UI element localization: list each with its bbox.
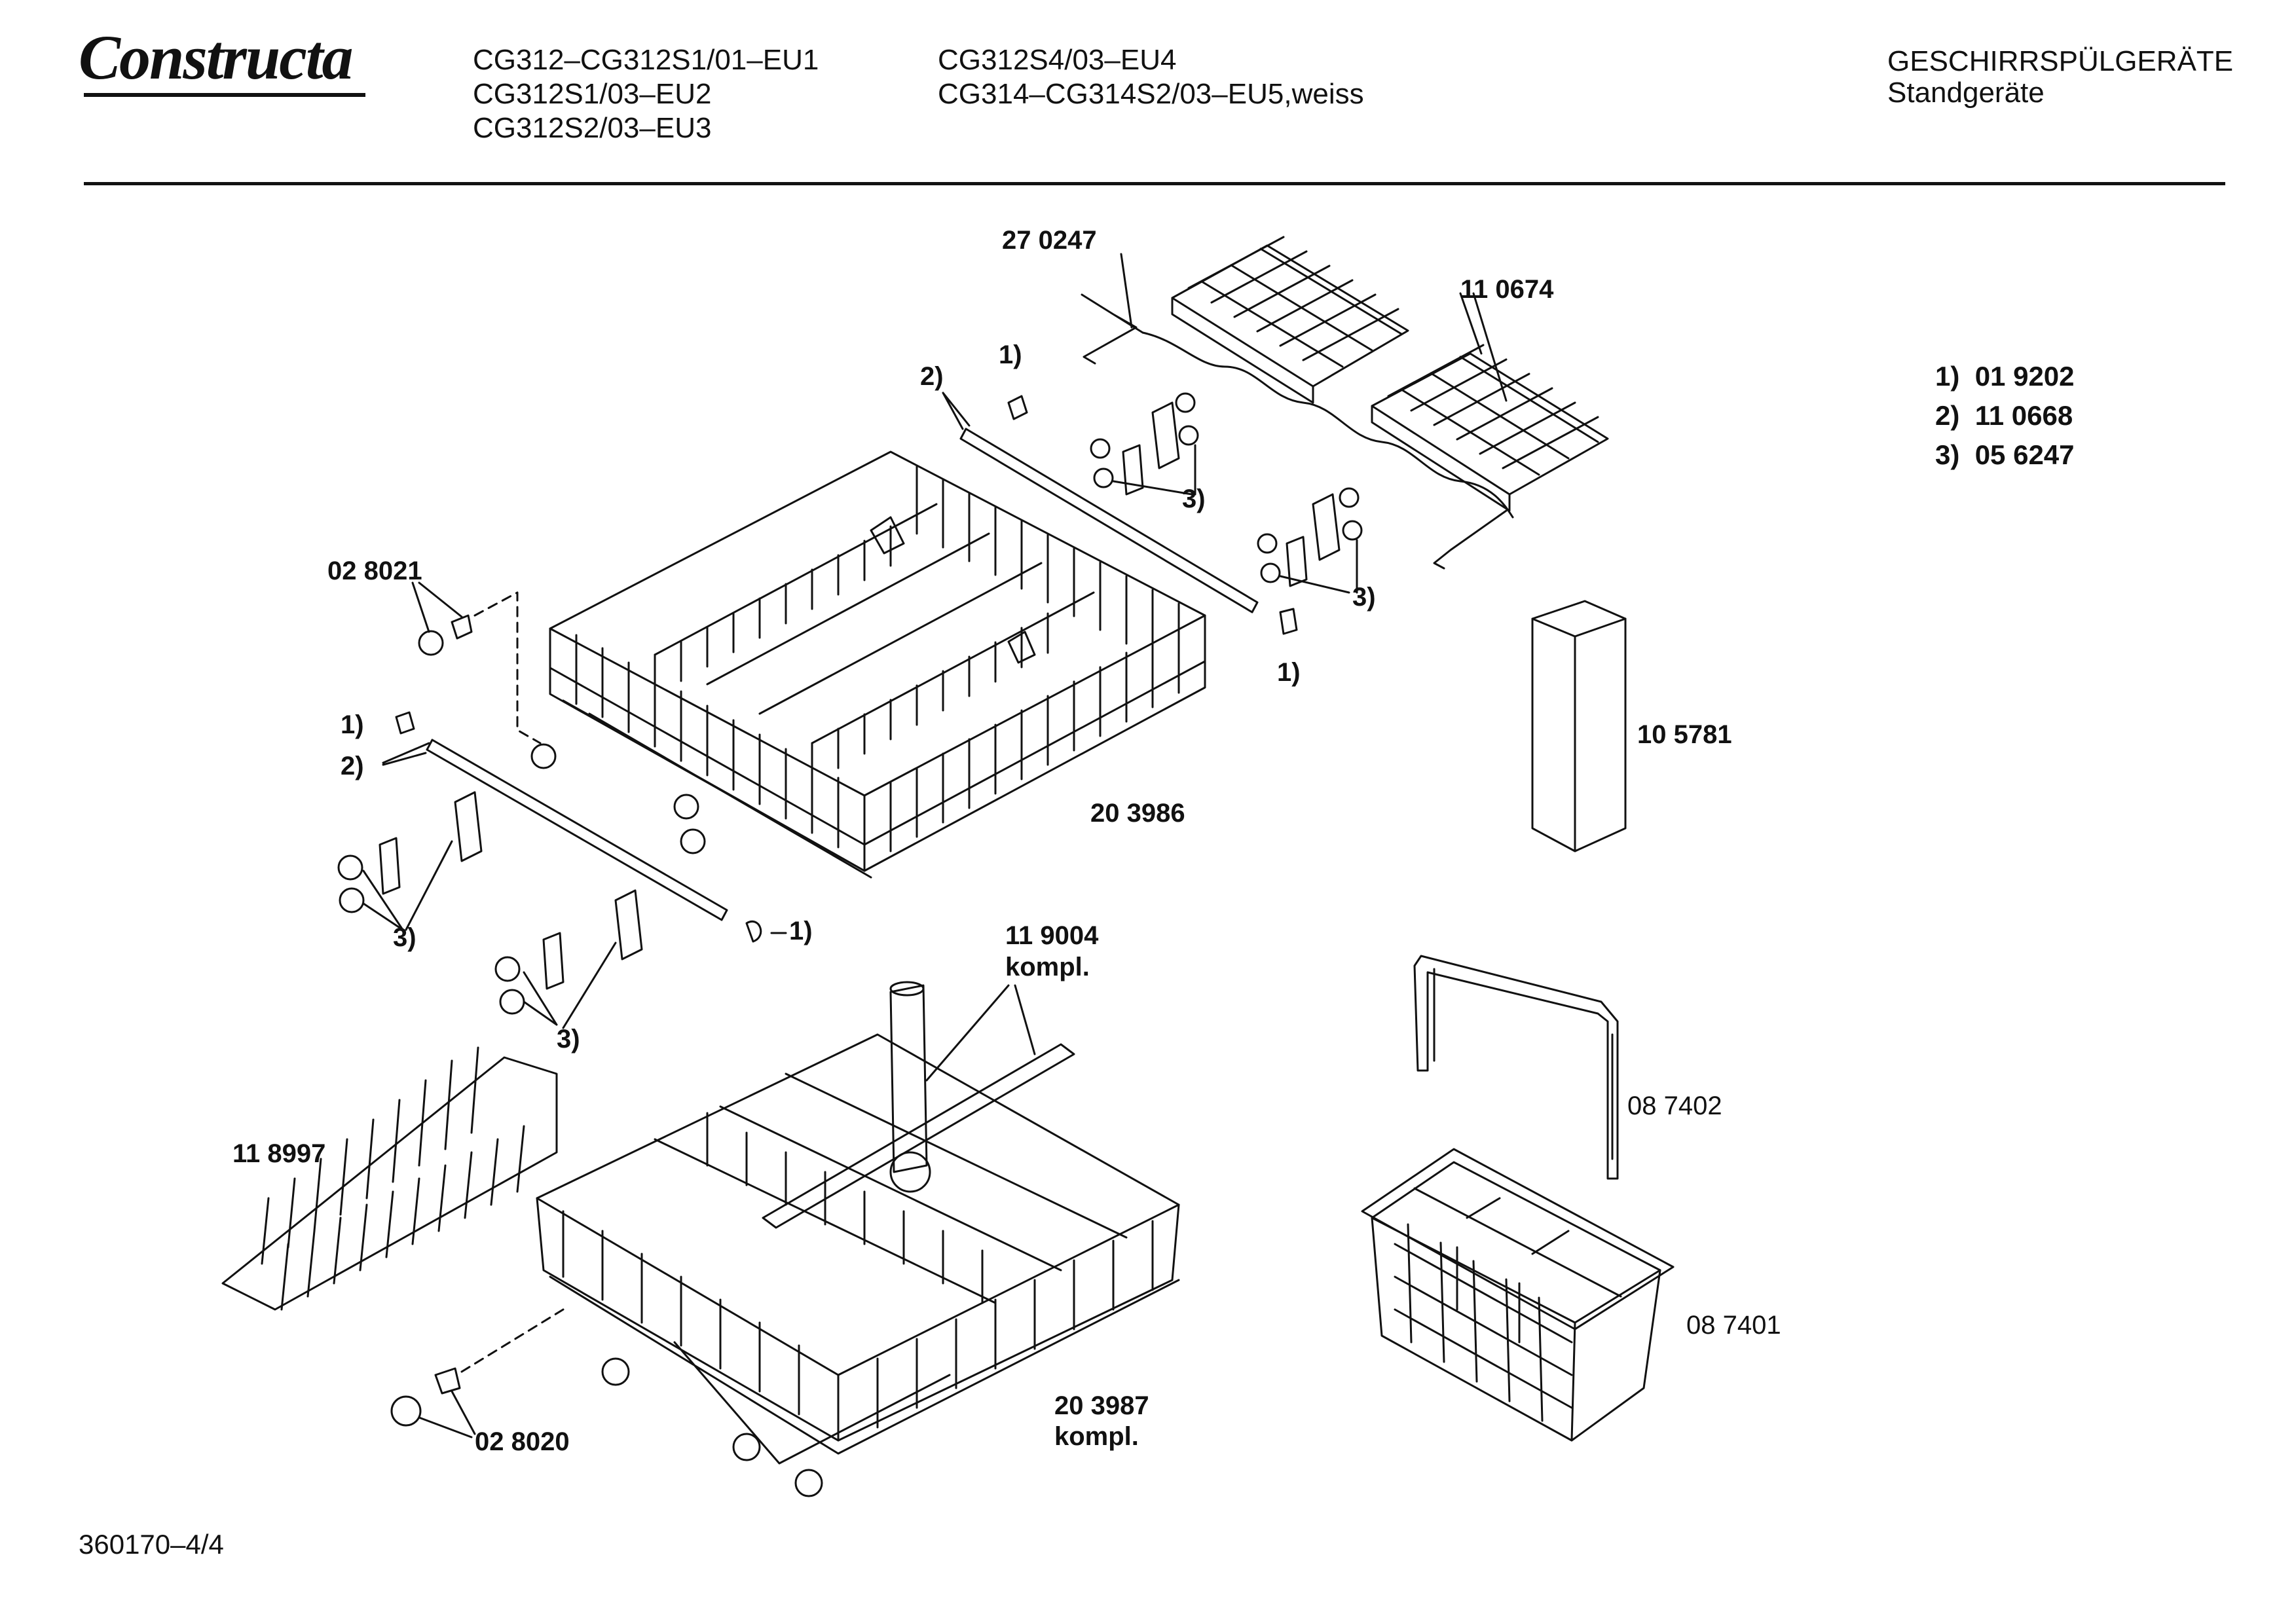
assembly-line — [462, 1310, 563, 1372]
roller-bracket-top — [1091, 394, 1198, 494]
callout-1: 1) — [789, 917, 813, 945]
callout-1: 1) — [999, 340, 1022, 369]
callout-3: 3) — [557, 1025, 580, 1053]
category-block: GESCHIRRSPÜLGERÄTE Standgeräte — [1887, 46, 2233, 109]
legend: 1) 01 9202 2) 11 0668 3) 05 6247 — [1935, 357, 2075, 475]
legend-key: 2) — [1935, 400, 1960, 431]
cutlery-insert — [1532, 601, 1625, 851]
legend-row: 2) 11 0668 — [1935, 396, 2075, 435]
leader-110674 — [1460, 293, 1506, 401]
model-item: CG312S2/03–EU3 — [473, 112, 712, 144]
callout-1: 1) — [341, 710, 364, 739]
basket-roller — [681, 830, 705, 853]
label-110674: 11 0674 — [1460, 275, 1554, 304]
callout-2: 2) — [920, 362, 944, 391]
assembly-line — [475, 593, 540, 743]
label-119004-kompl: kompl. — [1005, 953, 1090, 981]
wheel-028021 — [419, 631, 443, 655]
leader-2-left — [383, 743, 429, 765]
leader-270247 — [1121, 254, 1132, 327]
axle-028020 — [435, 1368, 460, 1393]
model-item: CG312S4/03–EU4 — [938, 44, 1177, 76]
stopper-right — [1280, 609, 1297, 634]
header-rule — [84, 182, 2225, 185]
legend-value: 01 9202 — [1974, 361, 2075, 392]
legend-key: 3) — [1935, 439, 1960, 470]
label-203987: 20 3987 — [1054, 1391, 1149, 1420]
category-subtitle: Standgeräte — [1887, 77, 2045, 109]
cutlery-tray-upper — [1172, 237, 1408, 403]
label-087401: 08 7401 — [1686, 1311, 1781, 1340]
legend-row: 1) 01 9202 — [1935, 357, 2075, 396]
basket-roller — [675, 795, 698, 818]
label-203987-kompl: kompl. — [1054, 1422, 1139, 1451]
wire-clip-right — [1434, 511, 1506, 568]
basket-wheel — [871, 517, 904, 553]
rail-upper — [961, 429, 1257, 612]
leader-119004 — [927, 985, 1035, 1080]
basket-handle — [1415, 956, 1618, 1179]
category-title: GESCHIRRSPÜLGERÄTE — [1887, 45, 2234, 77]
wire-clip-left — [1082, 295, 1143, 363]
logo-underline — [84, 93, 365, 97]
cutlery-basket — [1362, 1149, 1673, 1440]
roller-bracket-left-b — [496, 890, 642, 1028]
stopper-top — [1009, 396, 1027, 419]
legend-value: 11 0668 — [1974, 400, 2073, 431]
upper-basket — [550, 452, 1205, 877]
basket-roller — [532, 744, 555, 768]
leader-2-top — [943, 393, 969, 429]
leader-028021 — [413, 583, 462, 632]
handle-detail — [1434, 969, 1612, 1159]
label-028021: 02 8021 — [327, 557, 422, 585]
wheel-028020 — [392, 1397, 420, 1425]
cutlery-tray-lower — [1372, 345, 1608, 511]
basket-roller — [733, 1434, 760, 1460]
legend-value: 05 6247 — [1974, 439, 2075, 470]
model-item: CG312S1/03–EU2 — [473, 78, 712, 110]
callout-3: 3) — [1182, 485, 1206, 513]
wave-wire — [1143, 333, 1513, 517]
stopper-bottom — [747, 921, 761, 942]
callout-3: 3) — [393, 923, 417, 952]
label-105781: 10 5781 — [1637, 720, 1732, 749]
legend-key: 1) — [1935, 361, 1960, 392]
rail-lower — [427, 740, 727, 920]
label-119004: 11 9004 — [1005, 921, 1099, 950]
document-number: 360170–4/4 — [79, 1529, 224, 1560]
brand-logo: Constructa — [79, 22, 353, 92]
callout-3: 3) — [1352, 583, 1376, 612]
basket-roller — [796, 1470, 822, 1496]
stopper-left — [396, 712, 414, 733]
label-270247: 27 0247 — [1002, 226, 1097, 255]
model-list-2: CG312S4/03–EU4 CG314–CG314S2/03–EU5,weis… — [938, 43, 1364, 111]
model-item: CG314–CG314S2/03–EU5,weiss — [938, 78, 1364, 110]
label-087402: 08 7402 — [1627, 1091, 1722, 1120]
legend-row: 3) 05 6247 — [1935, 435, 2075, 475]
leader-028020 — [419, 1391, 475, 1437]
roller-bracket-right — [1258, 488, 1361, 593]
plate-rack — [223, 1048, 557, 1310]
lower-basket — [537, 1035, 1179, 1463]
axle-028021 — [452, 615, 472, 638]
label-203986: 20 3986 — [1090, 799, 1185, 828]
basket-wheel — [1009, 632, 1035, 663]
model-item: CG312–CG312S1/01–EU1 — [473, 44, 819, 76]
callout-1: 1) — [1277, 658, 1301, 687]
model-list-1: CG312–CG312S1/01–EU1 CG312S1/03–EU2 CG31… — [473, 43, 819, 145]
label-028020: 02 8020 — [475, 1427, 570, 1456]
label-118997: 11 8997 — [232, 1139, 326, 1168]
roller-bracket-left-a — [339, 792, 481, 930]
basket-roller — [602, 1359, 629, 1385]
callout-2: 2) — [341, 752, 364, 780]
spray-arm — [763, 982, 1074, 1228]
